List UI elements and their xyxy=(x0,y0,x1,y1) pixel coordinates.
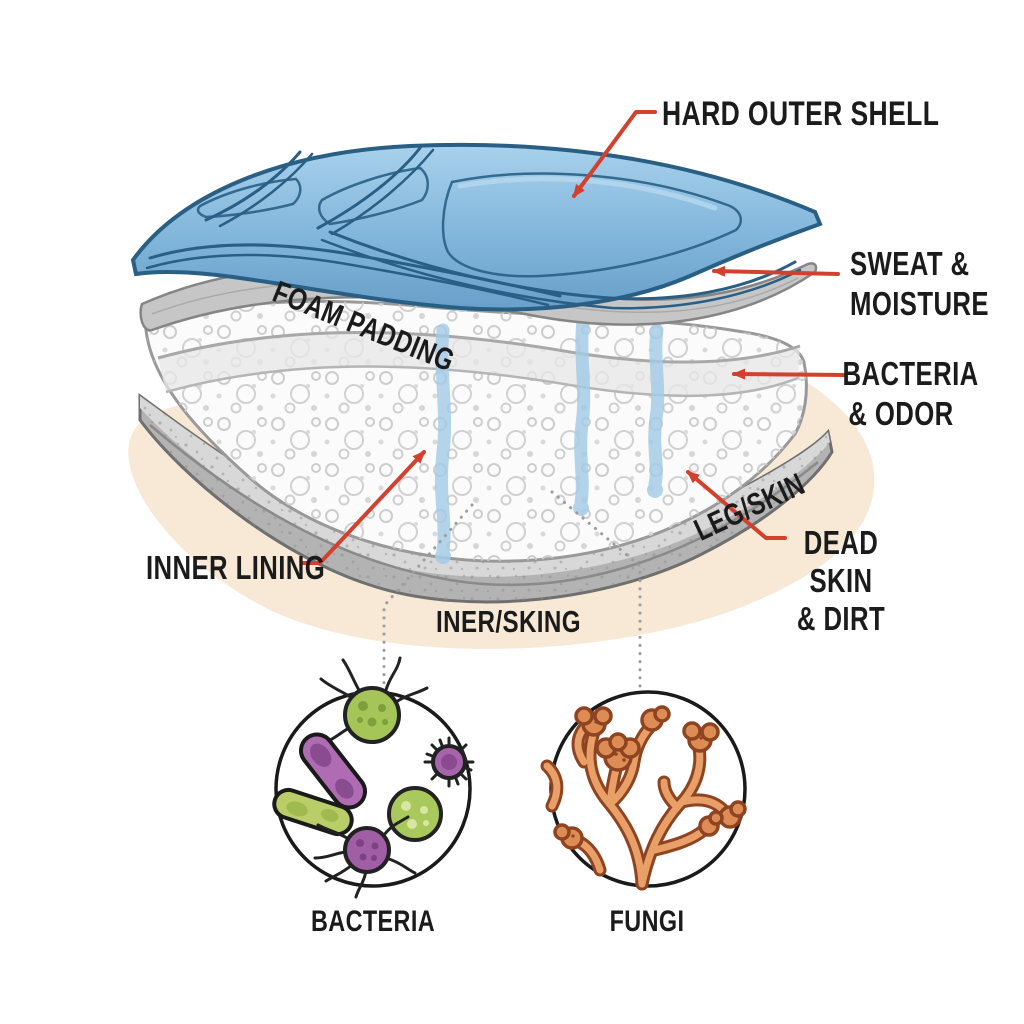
label-iner-sking: INER/SKING xyxy=(436,604,581,639)
shell-panel-right xyxy=(441,172,743,278)
bacterium-purple-spiky-small xyxy=(423,736,475,788)
leader-arrows xyxy=(300,110,847,565)
bacterium-purple-coccus-bottom xyxy=(313,815,417,899)
bacterium-green-coccus-right xyxy=(387,786,443,842)
label-sweat-moisture-line1: SWEAT & xyxy=(850,245,970,282)
label-sweat-moisture-line2: MOISTURE xyxy=(850,285,989,322)
inset-connectors xyxy=(382,490,642,690)
label-bacteria-odor-line1: BACTERIA xyxy=(842,355,979,392)
arrow-dead-skin-dirt xyxy=(686,470,787,540)
shell-panel-left xyxy=(196,177,302,219)
arrow-inner-lining xyxy=(300,450,426,565)
bacteria-inset-circle xyxy=(272,656,475,899)
hard-outer-shell-layer xyxy=(130,142,823,312)
label-inner-lining: INNER LINING xyxy=(146,549,326,586)
arrow-hard-outer-shell xyxy=(572,110,657,198)
bacterium-purple-rod xyxy=(298,732,368,810)
foam-upper-band xyxy=(158,332,800,396)
foam-padding-layer xyxy=(144,299,808,563)
label-fungi-inset: FUNGI xyxy=(609,905,685,938)
label-bacteria-odor-line2: & ODOR xyxy=(848,395,954,432)
label-dead-skin-dirt-line2: & DIRT xyxy=(796,600,886,637)
fungi-inset-circle xyxy=(540,690,747,891)
shell-panel-middle xyxy=(318,166,429,226)
connector-fungi xyxy=(550,490,642,690)
label-sweat-moisture: SWEAT & MOISTURE xyxy=(850,244,989,324)
label-bacteria-inset: BACTERIA xyxy=(310,905,436,938)
label-dead-skin-dirt-line1: DEAD SKIN xyxy=(803,524,879,599)
arrow-bacteria-odor xyxy=(732,368,847,380)
label-hard-outer-shell: HARD OUTER SHELL xyxy=(662,95,940,133)
fungi-spore-dots xyxy=(571,720,703,838)
bacterium-green-rod xyxy=(272,787,354,837)
fungi-spore-clusters xyxy=(553,705,747,850)
arrow-sweat-moisture xyxy=(712,265,840,277)
bacterium-green-coccus-top xyxy=(319,656,429,745)
label-bacteria-odor: BACTERIA & ODOR xyxy=(842,354,979,434)
label-dead-skin-dirt: DEAD SKIN & DIRT xyxy=(783,524,900,638)
moisture-drips xyxy=(434,315,665,564)
